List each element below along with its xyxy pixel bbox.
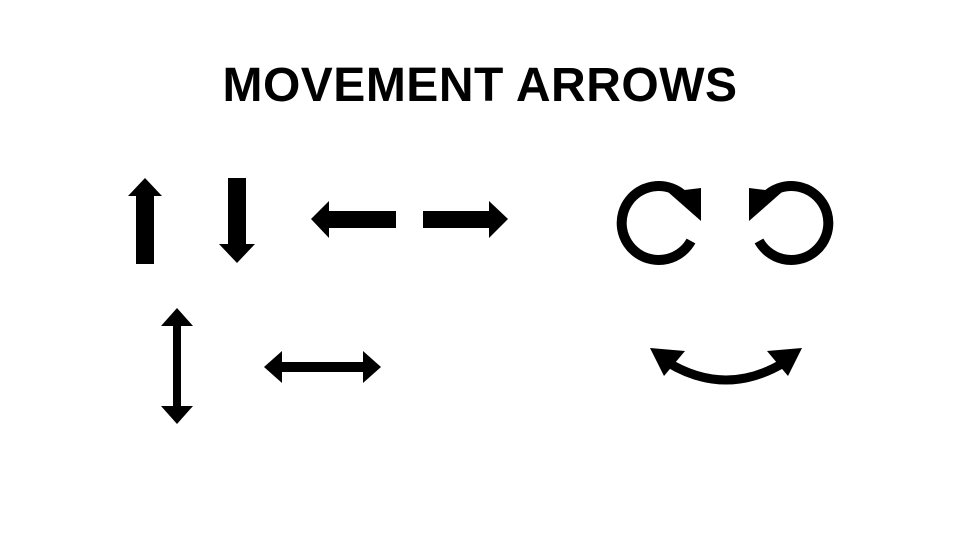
rotate-counterclockwise-icon	[749, 181, 834, 265]
double-arrow-vertical-icon	[161, 308, 193, 424]
arrow-down-icon	[219, 178, 255, 263]
arrow-left-icon	[311, 201, 396, 238]
rotate-clockwise-icon	[616, 181, 701, 265]
arrow-right-icon	[423, 201, 508, 238]
curved-double-arrow-icon	[650, 348, 802, 385]
double-arrow-horizontal-icon	[264, 351, 381, 383]
page-title: MOVEMENT ARROWS	[222, 59, 738, 112]
arrow-up-icon	[128, 178, 162, 264]
